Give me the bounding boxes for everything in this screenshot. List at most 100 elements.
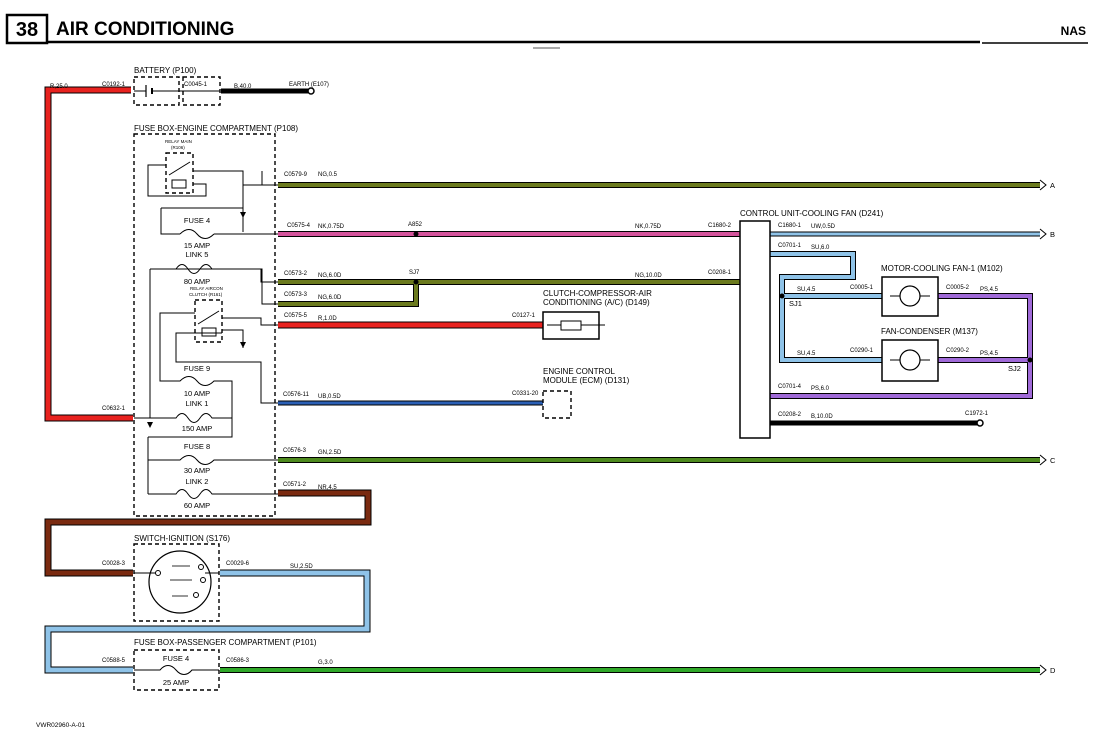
wire-label-nk075a: NK,0.75D [318,224,345,230]
splice-sj2: SJ2 [1008,364,1021,373]
relay-aircon-label-2: CLUTCH (R161) [189,292,223,297]
wire-label-uw05: UW,0.5D [811,224,836,230]
wire-label-ng6b: NG,6.0D [318,295,342,301]
wire-label-b10: B,10.0D [811,414,833,420]
wire-label-ub05: UB,0.5D [318,394,341,400]
wire-label-nk075b: NK,0.75D [635,224,662,230]
control-unit-label: CONTROL UNIT-COOLING FAN (D241) [740,209,884,218]
conn-c0005-2: C0005-2 [946,285,970,291]
fuse4-symbol [179,229,215,239]
relay-main-arrow [240,212,246,218]
ref-c-arrow [1039,454,1047,466]
conn-c0701-1: C0701-1 [778,243,802,249]
fuse4-name: FUSE 4 [184,216,210,225]
relay-aircon-arrow [240,342,246,348]
link5-name: LINK 5 [186,250,209,259]
wire-label-ps6: PS,6.0 [811,386,830,392]
switch-pin-2 [198,564,204,570]
fuse9-symbol [176,376,233,418]
wire-label-nr45: NR,4.5 [318,485,337,491]
ecm-label-2: MODULE (ECM) (D131) [543,376,630,385]
conn-c0573-3: C0573-3 [284,292,308,298]
link1-name: LINK 1 [186,399,209,408]
wire-label-su25: SU,2.5D [290,564,313,570]
conn-c0701-4: C0701-4 [778,384,802,390]
conn-c0028: C0028-3 [102,561,126,567]
switch-ignition-label: SWITCH-IGNITION (S176) [134,534,230,543]
relay-aircon-label-1: RELAY AIRCON [190,286,223,291]
relay-aircon-switch [197,310,220,325]
earth-ring [307,87,315,95]
conn-c1972: C1972-1 [965,411,989,417]
conn-c0573-2: C0573-2 [284,271,308,277]
relay-aircon-wiring [159,312,278,404]
wire-label-r25: R,25.0 [50,84,68,90]
ecm-box [542,390,572,419]
wire-label-su45a: SU,4.5 [797,287,816,293]
fuse8-rating: 30 AMP [184,466,210,475]
wire-label-ps45b: PS,4.5 [980,351,999,357]
wire-r25-fill [45,87,133,421]
earth-ring-2 [976,419,984,427]
link1-rating: 150 AMP [182,424,212,433]
wire-r25 [44,86,133,422]
conn-c0579: C0579-9 [284,172,308,178]
conn-c0331: C0331-20 [512,391,539,397]
ref-b: B [1050,230,1055,239]
link5-rating: 80 AMP [184,277,210,286]
wire-ng10-fill [278,280,740,306]
wire-label-ng6a: NG,6.0D [318,273,342,279]
link2-name: LINK 2 [186,477,209,486]
fusebox-engine [133,133,276,517]
wire-label-b40: B,40.0 [234,84,252,90]
wire-ng10 [278,279,740,307]
link1-symbol [134,413,233,438]
conn-c0588: C0588-5 [102,658,126,664]
clutch-label-1: CLUTCH-COMPRESSOR-AIR [543,289,652,298]
conn-c0290-2: C0290-2 [946,348,970,354]
splice-sj1: SJ1 [789,299,802,308]
relay-main-coil [171,179,187,189]
relay-main-label-1: RELAY MAIN [165,139,192,144]
page-number-box [5,13,49,45]
switch-ignition-box [133,543,220,622]
wire-label-su45b: SU,4.5 [797,351,816,357]
fuse4p-symbol [134,665,219,675]
conn-c1680-2: C1680-2 [708,223,732,229]
splice-sj1-dot [779,293,785,299]
motor-fan-label: MOTOR-COOLING FAN-1 (M102) [881,264,1003,273]
ref-d-arrow [1039,664,1047,676]
conn-c0632: C0632-1 [102,406,126,412]
relay-aircon-coil [201,327,217,337]
conn-c0571: C0571-2 [283,482,307,488]
wire-label-r1: R,1.0D [318,316,337,322]
conn-c0586: C0586-3 [226,658,250,664]
battery-label: BATTERY (P100) [134,66,197,75]
wire-label-gn25: GN,2.5D [318,450,342,456]
conn-c0575-4: C0575-4 [287,223,311,229]
fan-condenser-label: FAN-CONDENSER (M137) [881,327,978,336]
wire-label-ng05: NG,0.5 [318,172,338,178]
splice-a852-dot [413,231,419,237]
splice-sj7-dot [413,279,419,285]
conn-c0208-1: C0208-1 [708,270,732,276]
switch-pin-1 [155,570,161,576]
market-label: NAS [1061,24,1086,38]
fuse4p-name: FUSE 4 [163,654,189,663]
link5-symbol [150,264,262,274]
switch-ignition-dial [148,550,212,614]
wire-label-ng10: NG,10.0D [635,273,662,279]
fuse8-symbol [148,455,278,465]
control-unit-box [739,220,771,439]
conn-c0576-3: C0576-3 [283,448,307,454]
conn-c0029: C0029-6 [226,561,250,567]
page-number: 38 [16,19,38,41]
conn-c0045: C0045-1 [184,82,208,88]
switch-pin-3 [200,577,206,583]
conn-c0192: C0192-1 [102,82,126,88]
conn-c0575-5: C0575-5 [284,313,308,319]
wire-ps-fill [770,294,1032,398]
fusebox-passenger-label: FUSE BOX-PASSENGER COMPARTMENT (P101) [134,638,317,647]
conn-c0127: C0127-1 [512,313,536,319]
